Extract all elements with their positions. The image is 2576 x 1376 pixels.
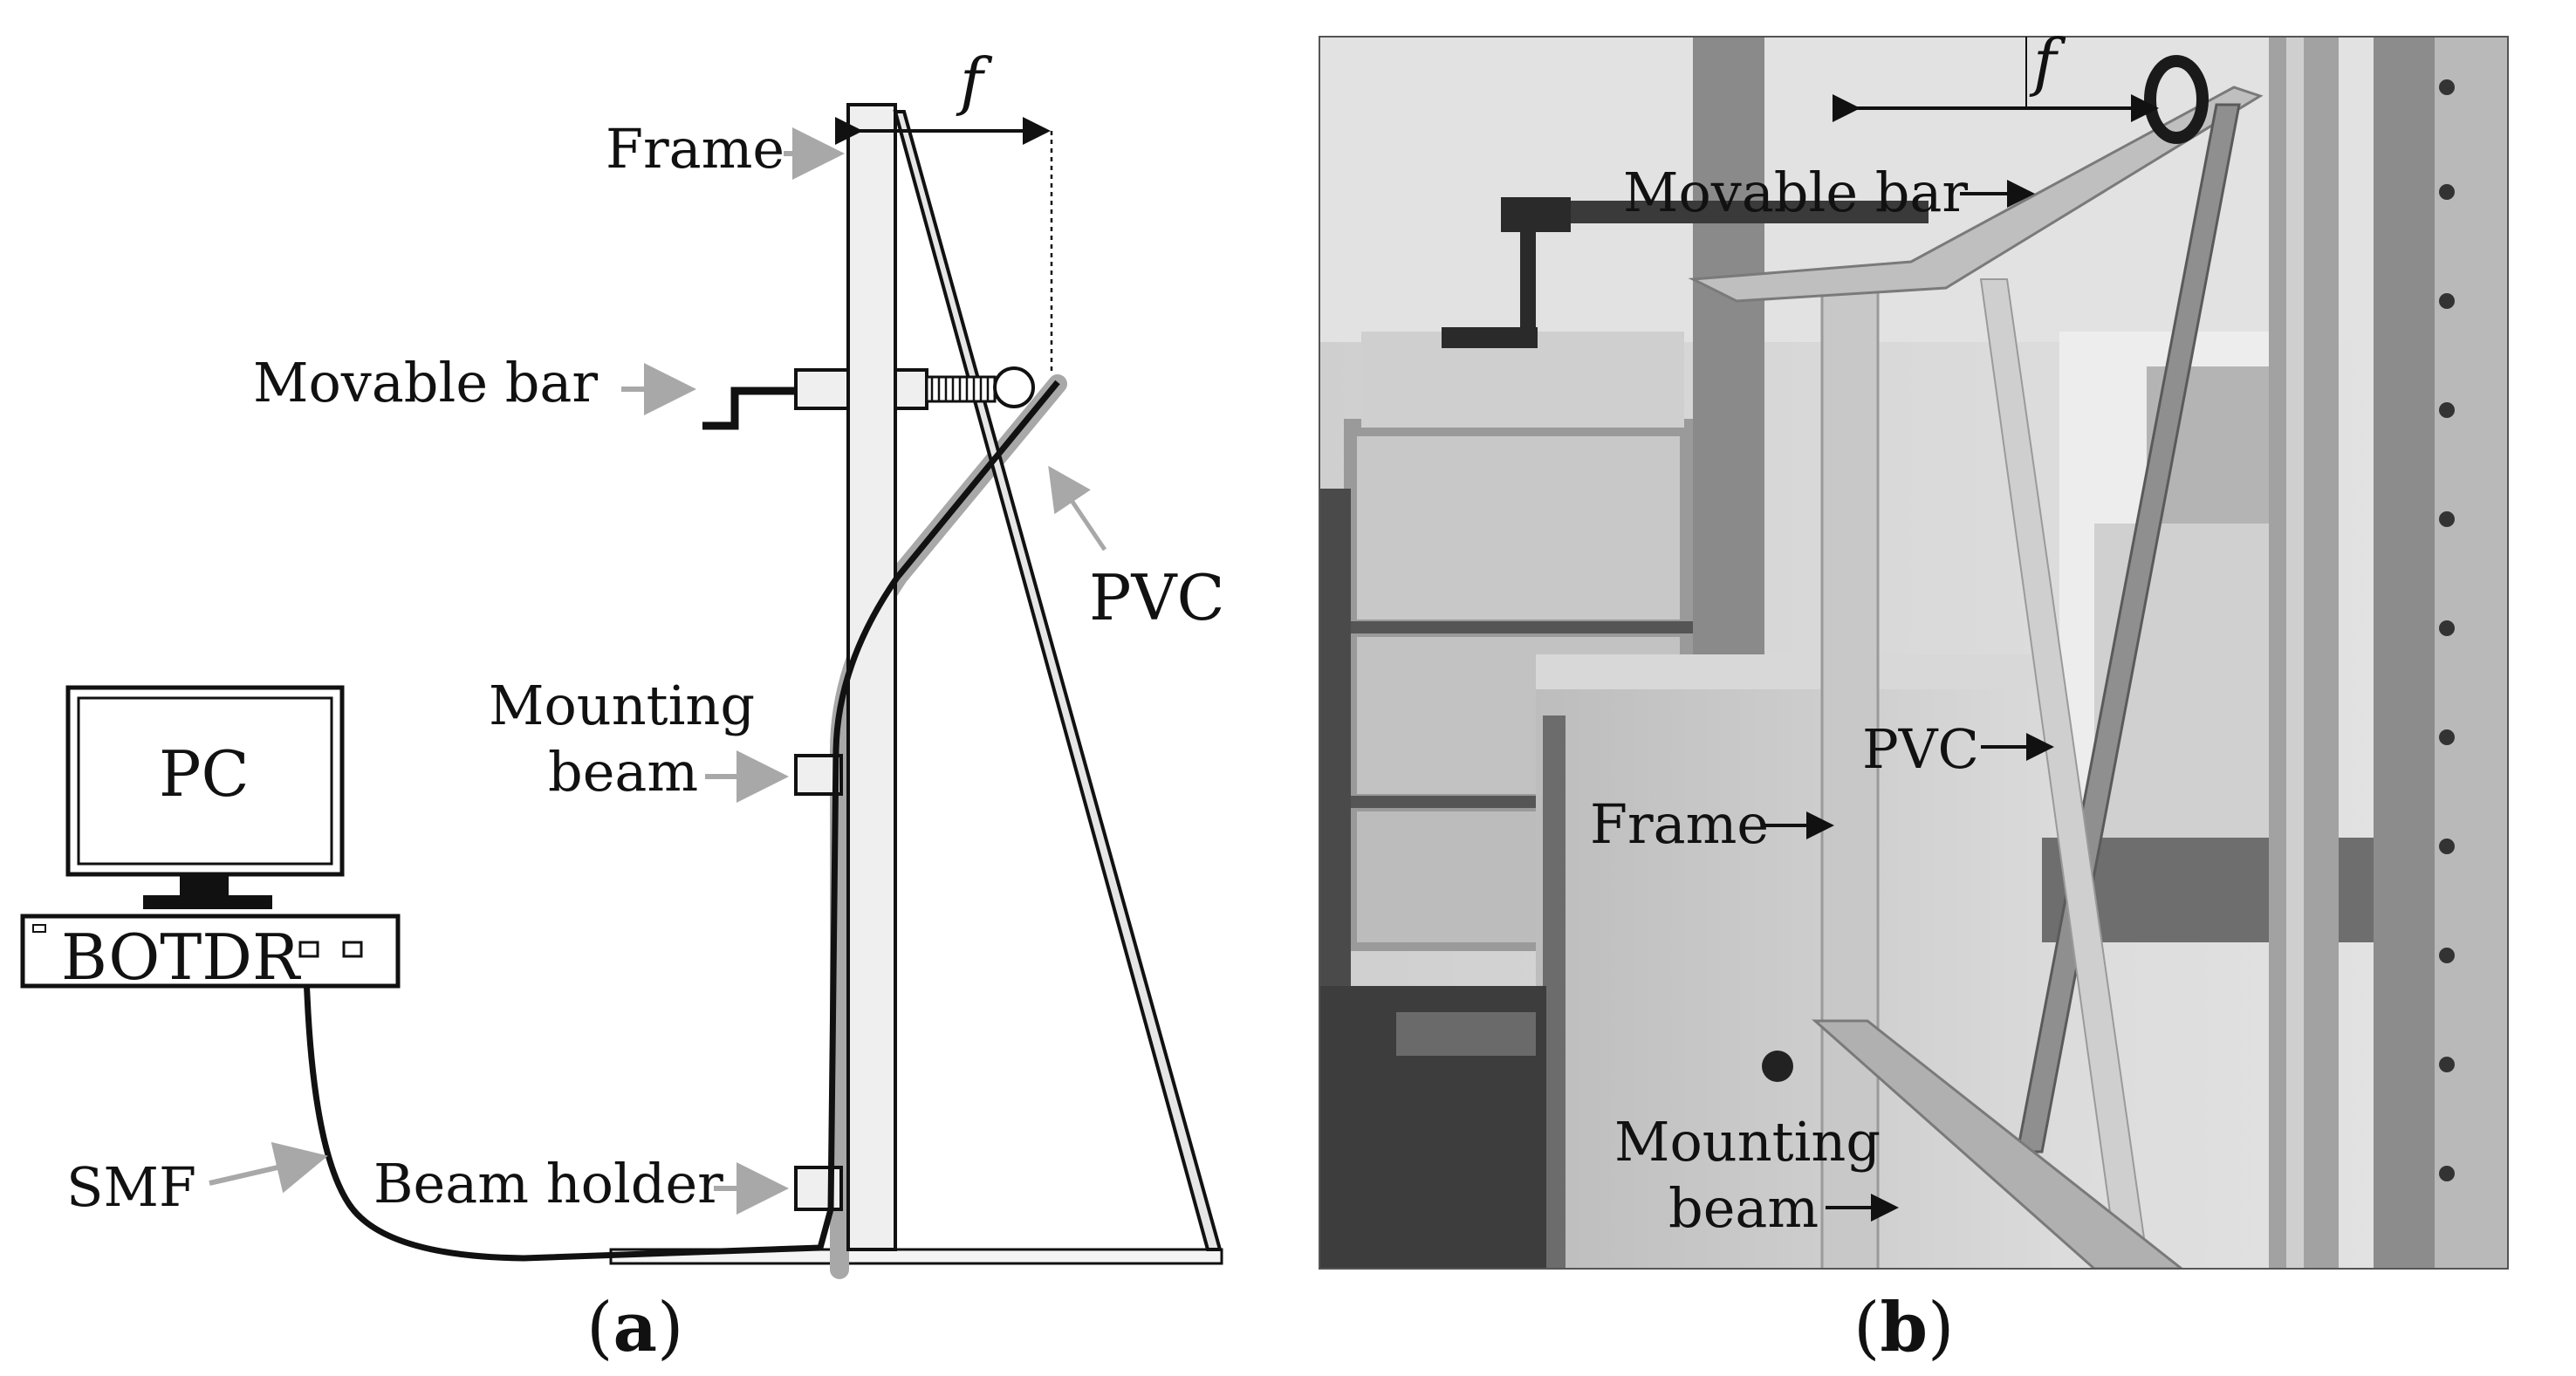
frame-column	[846, 103, 897, 1251]
bar-clamp	[794, 368, 850, 410]
photo-mounting-beam	[1812, 1019, 2184, 1269]
pvc-label-b: PVC	[1862, 717, 1979, 781]
beam-holder-label: Beam holder	[373, 1152, 723, 1215]
roller	[993, 366, 1035, 408]
beam-label-b: beam	[1668, 1176, 1819, 1240]
panel-b-photo: f Movable bar PVC Frame Mounting beam (b…	[1319, 25, 2509, 1367]
botdr-unit: BOTDR	[20, 914, 401, 994]
photo-crank	[1501, 197, 1571, 232]
beam-label-a: beam	[548, 740, 698, 804]
frame-label-a: Frame	[606, 117, 784, 181]
photo-perforated-post	[2374, 37, 2508, 1269]
photo-cabinet	[1319, 654, 2051, 1269]
pc-monitor: PC	[65, 685, 345, 909]
frame-diagonal-brace	[893, 110, 1223, 1251]
pc-label: PC	[159, 737, 250, 811]
panel-a-schematic: f PC BOTDR	[20, 44, 1225, 1367]
photo-threaded-rod	[1562, 201, 1929, 223]
mounting-label-a: Mounting	[489, 674, 755, 737]
smf-label: SMF	[66, 1155, 196, 1219]
f-label: f	[956, 44, 993, 118]
botdr-label: BOTDR	[61, 921, 301, 994]
threaded-rod	[925, 375, 997, 403]
pvc-strip	[894, 380, 1060, 580]
caption-b: (b)	[1853, 1288, 1954, 1367]
pvc-callout-arrow	[1048, 465, 1107, 551]
smf-cable	[302, 576, 900, 1262]
smf-callout-arrow	[209, 1141, 328, 1194]
caption-a: (a)	[586, 1288, 683, 1367]
mounting-label-b: Mounting	[1614, 1110, 1881, 1174]
bar-clamp-right	[894, 368, 928, 410]
movable-bar-label-a: Movable bar	[253, 351, 598, 414]
movable-bar-label-b: Movable bar	[1623, 161, 1968, 224]
frame-label-b: Frame	[1590, 792, 1769, 856]
crank-handle	[702, 387, 796, 430]
beam-holder-block	[794, 1166, 843, 1211]
photo-gray-column	[1693, 37, 1764, 665]
pvc-label-a: PVC	[1089, 561, 1225, 634]
